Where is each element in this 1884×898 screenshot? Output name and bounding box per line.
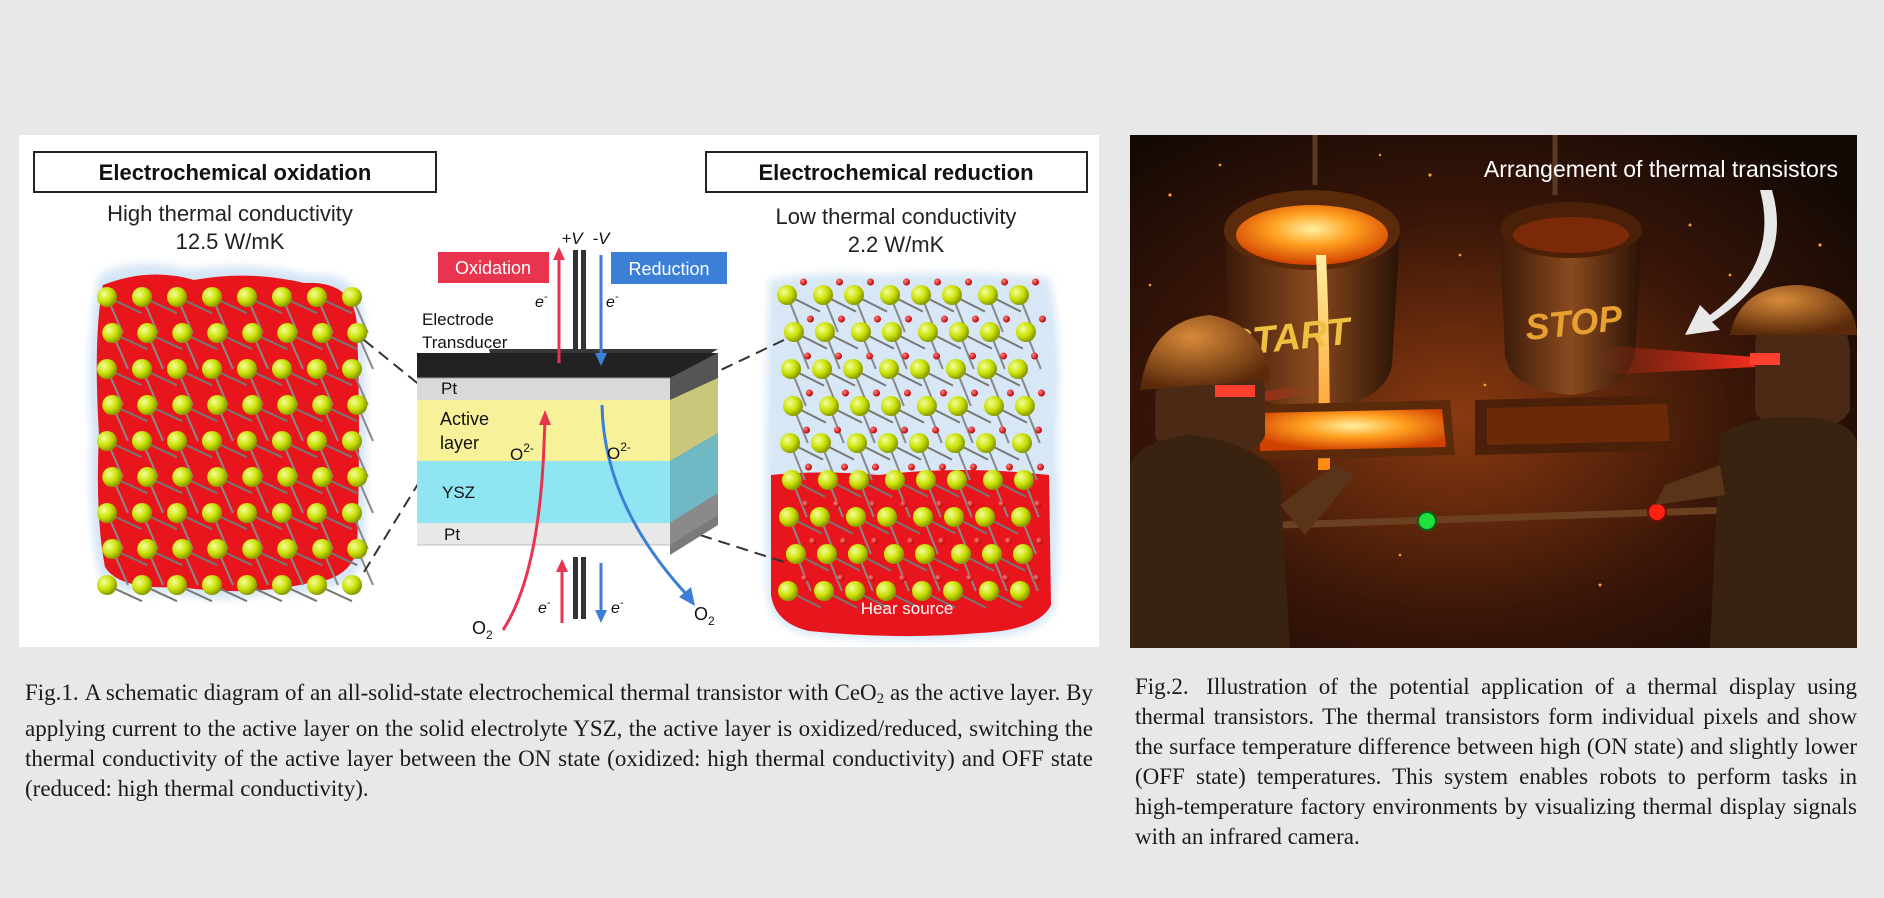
right-robot-beam (1600, 345, 1755, 375)
electrode-bar-right (581, 250, 586, 350)
device-stack (417, 349, 718, 555)
pt-bottom-layer (417, 523, 670, 545)
fig2-caption-number: Fig.2. (1135, 674, 1189, 699)
sparks (1148, 153, 1822, 587)
high-conductivity-label: High thermal conductivity (107, 201, 353, 226)
low-conductivity-value: 2.2 W/mK (848, 232, 945, 257)
pt-top-layer (417, 378, 670, 400)
fig1-caption-text-b: as the active layer. By applying current… (25, 680, 1094, 801)
electron-labels: e- e- e- e- (535, 291, 624, 617)
stop-label: STOP (1523, 297, 1625, 348)
electrode-bar-left (573, 250, 578, 350)
electrode-label-1: Electrode (422, 310, 494, 329)
o-ion-left: O2- (510, 441, 534, 464)
left-heat-source-label: Hear source (163, 603, 256, 622)
fig1-caption-subscript: 2 (876, 691, 885, 707)
o2-out-label: O2 (694, 604, 715, 628)
right-lattice (777, 278, 1046, 609)
oxidation-tag (438, 252, 549, 283)
fig1-caption-text-a: A schematic diagram of an all-solid-stat… (84, 680, 877, 705)
pt-top-label: Pt (441, 379, 457, 398)
electrode-bar-bottom-right (581, 557, 586, 619)
left-crystal: Hear source (89, 263, 374, 622)
left-lattice (97, 287, 374, 603)
fig1-caption: Fig.1.A schematic diagram of an all-soli… (25, 678, 1093, 804)
reduction-tag (611, 252, 727, 284)
electrode-bar-bottom-left (573, 557, 578, 619)
oxidation-title: Electrochemical oxidation (99, 160, 372, 185)
green-light (1417, 511, 1437, 531)
plus-v-label: +V (561, 229, 584, 248)
arrangement-annotation: Arrangement of thermal transistors (1484, 156, 1838, 182)
zoom-line-right-top (646, 339, 785, 406)
o-ion-right: O2- (607, 440, 631, 463)
electron-label-top-left: e- (535, 291, 548, 311)
reduction-tag-label: Reduction (628, 259, 709, 279)
pt-bottom-label: Pt (444, 525, 460, 544)
right-crystal: Hear source (765, 272, 1060, 641)
active-label-1: Active (440, 409, 489, 429)
minus-v-label: -V (593, 229, 612, 248)
electron-label-bottom-left: e- (538, 597, 551, 617)
start-crucible: START (1224, 190, 1400, 470)
fig2-caption: Fig.2. Illustration of the potential app… (1135, 672, 1857, 852)
oxygen-in-arrow (501, 419, 547, 631)
active-label-2: layer (440, 433, 479, 453)
right-robot (1655, 285, 1857, 648)
electrode-label-2: Transducer (422, 333, 508, 352)
fig2-illustration: START STOP (1130, 135, 1857, 648)
fig1-diagram: Electrochemical oxidation Electrochemica… (33, 151, 1088, 642)
oxygen-out-arrow (600, 404, 689, 597)
fig1-caption-number: Fig.1. (25, 680, 79, 705)
oxidation-title-box (33, 151, 437, 193)
electron-label-bottom-right: e- (611, 597, 624, 617)
oxidation-tag-label: Oxidation (455, 258, 531, 278)
figure-2: START STOP (1130, 135, 1857, 648)
figure-1: Electrochemical oxidation Electrochemica… (19, 135, 1099, 647)
o2-in-label: O2 (472, 618, 493, 642)
molds (1250, 395, 1680, 460)
red-light (1647, 502, 1667, 522)
ysz-label: YSZ (442, 483, 475, 502)
electron-label-top-right: e- (606, 291, 619, 311)
right-heat-source-label: Hear source (861, 599, 954, 618)
reduction-title: Electrochemical reduction (758, 160, 1033, 185)
low-conductivity-label: Low thermal conductivity (776, 204, 1017, 229)
annotation-arrow (1685, 190, 1777, 335)
left-robot (1130, 315, 1355, 648)
reduction-title-box (705, 151, 1088, 193)
high-conductivity-value: 12.5 W/mK (176, 229, 285, 254)
fig2-caption-text: Illustration of the potential applicatio… (1135, 674, 1858, 849)
